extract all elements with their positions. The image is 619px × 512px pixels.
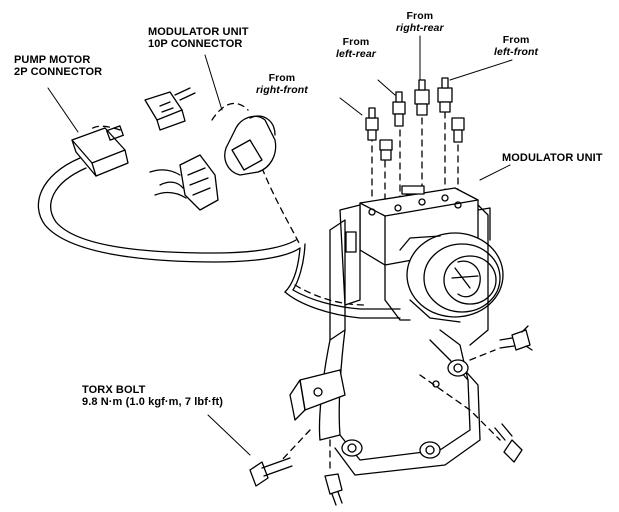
torx-bolt-label-line1: TORX BOLT [82,384,146,396]
from-left-front-line2: left-front [494,46,539,58]
pump-motor-label: PUMP MOTOR 2P CONNECTOR [14,54,102,78]
from-right-front-label: From right-front [256,72,308,96]
leader-lines [47,35,513,456]
torx-bolt-label-line2: 9.8 N·m (1.0 kgf·m, 7 lbf·ft) [82,396,224,408]
mounting-bracket-drawing [289,204,489,476]
pump-motor-label-line2: 2P CONNECTOR [14,66,103,78]
torx-bolt-label: TORX BOLT 9.8 N·m (1.0 kgf·m, 7 lbf·ft) [82,384,223,408]
from-right-front-line2: right-front [256,84,308,96]
from-right-rear-line1: From [406,10,434,22]
from-left-front-line1: From [502,34,530,46]
from-right-rear-label: From right-rear [396,10,444,34]
pump-motor-label-line1: PUMP MOTOR [14,54,91,66]
from-right-rear-line2: right-rear [396,22,444,34]
modulator-connector-label-line2: 10P CONNECTOR [148,38,243,50]
bolts-drawing [249,325,533,506]
from-right-front-line1: From [268,72,296,84]
from-left-rear-line1: From [342,36,370,48]
pump-motor-connector-drawing [71,87,196,177]
harness-wires [37,157,401,319]
from-left-front-label: From left-front [494,34,538,58]
from-left-rear-line2: left-rear [336,48,376,60]
modulator-unit-drawing [339,185,504,323]
modulator-connector-drawing [149,115,277,211]
modulator-connector-label-line1: MODULATOR UNIT [148,26,249,38]
brake-line-fittings [365,77,465,161]
modulator-connector-label: MODULATOR UNIT 10P CONNECTOR [148,26,249,50]
from-left-rear-label: From left-rear [336,36,376,60]
modulator-unit-label: MODULATOR UNIT [502,152,603,164]
